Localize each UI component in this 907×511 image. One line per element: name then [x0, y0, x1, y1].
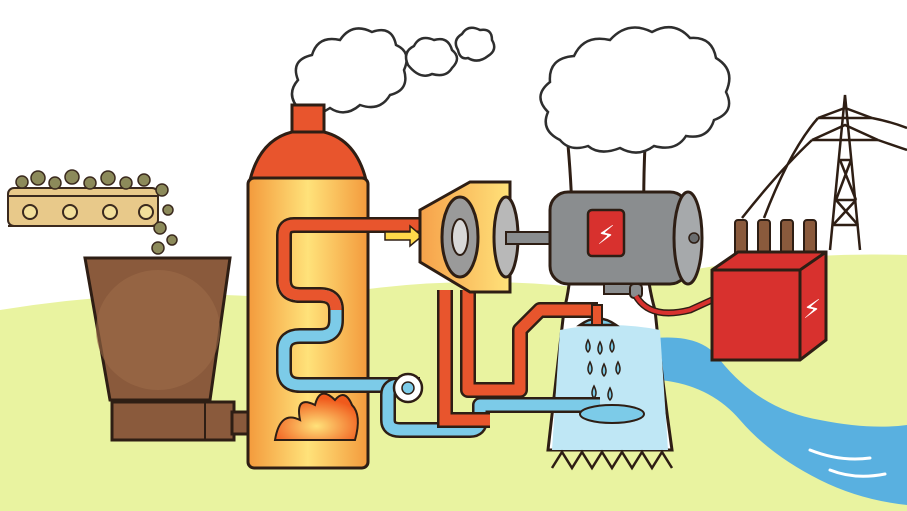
coal-hopper: [85, 258, 230, 400]
boiler: [248, 105, 368, 468]
coal-conveyor: [8, 170, 177, 254]
steam-turbine: [420, 182, 552, 292]
conveyor-roller: [23, 205, 37, 219]
boiler-dome: [250, 132, 366, 180]
condenser-basin: [580, 405, 644, 423]
cooling-tower-smoke: [540, 27, 729, 152]
transformer: ⚡: [712, 220, 826, 360]
feed-pump: [394, 374, 422, 402]
high-voltage-icon: ⚡: [597, 221, 615, 251]
turbine-shaft: [506, 232, 552, 244]
conveyor-roller: [139, 205, 153, 219]
conveyor-roller: [63, 205, 77, 219]
conveyor-roller: [103, 205, 117, 219]
chimney-smoke: [292, 28, 494, 115]
high-voltage-icon: ⚡: [803, 295, 821, 325]
generator: ⚡: [550, 192, 702, 298]
